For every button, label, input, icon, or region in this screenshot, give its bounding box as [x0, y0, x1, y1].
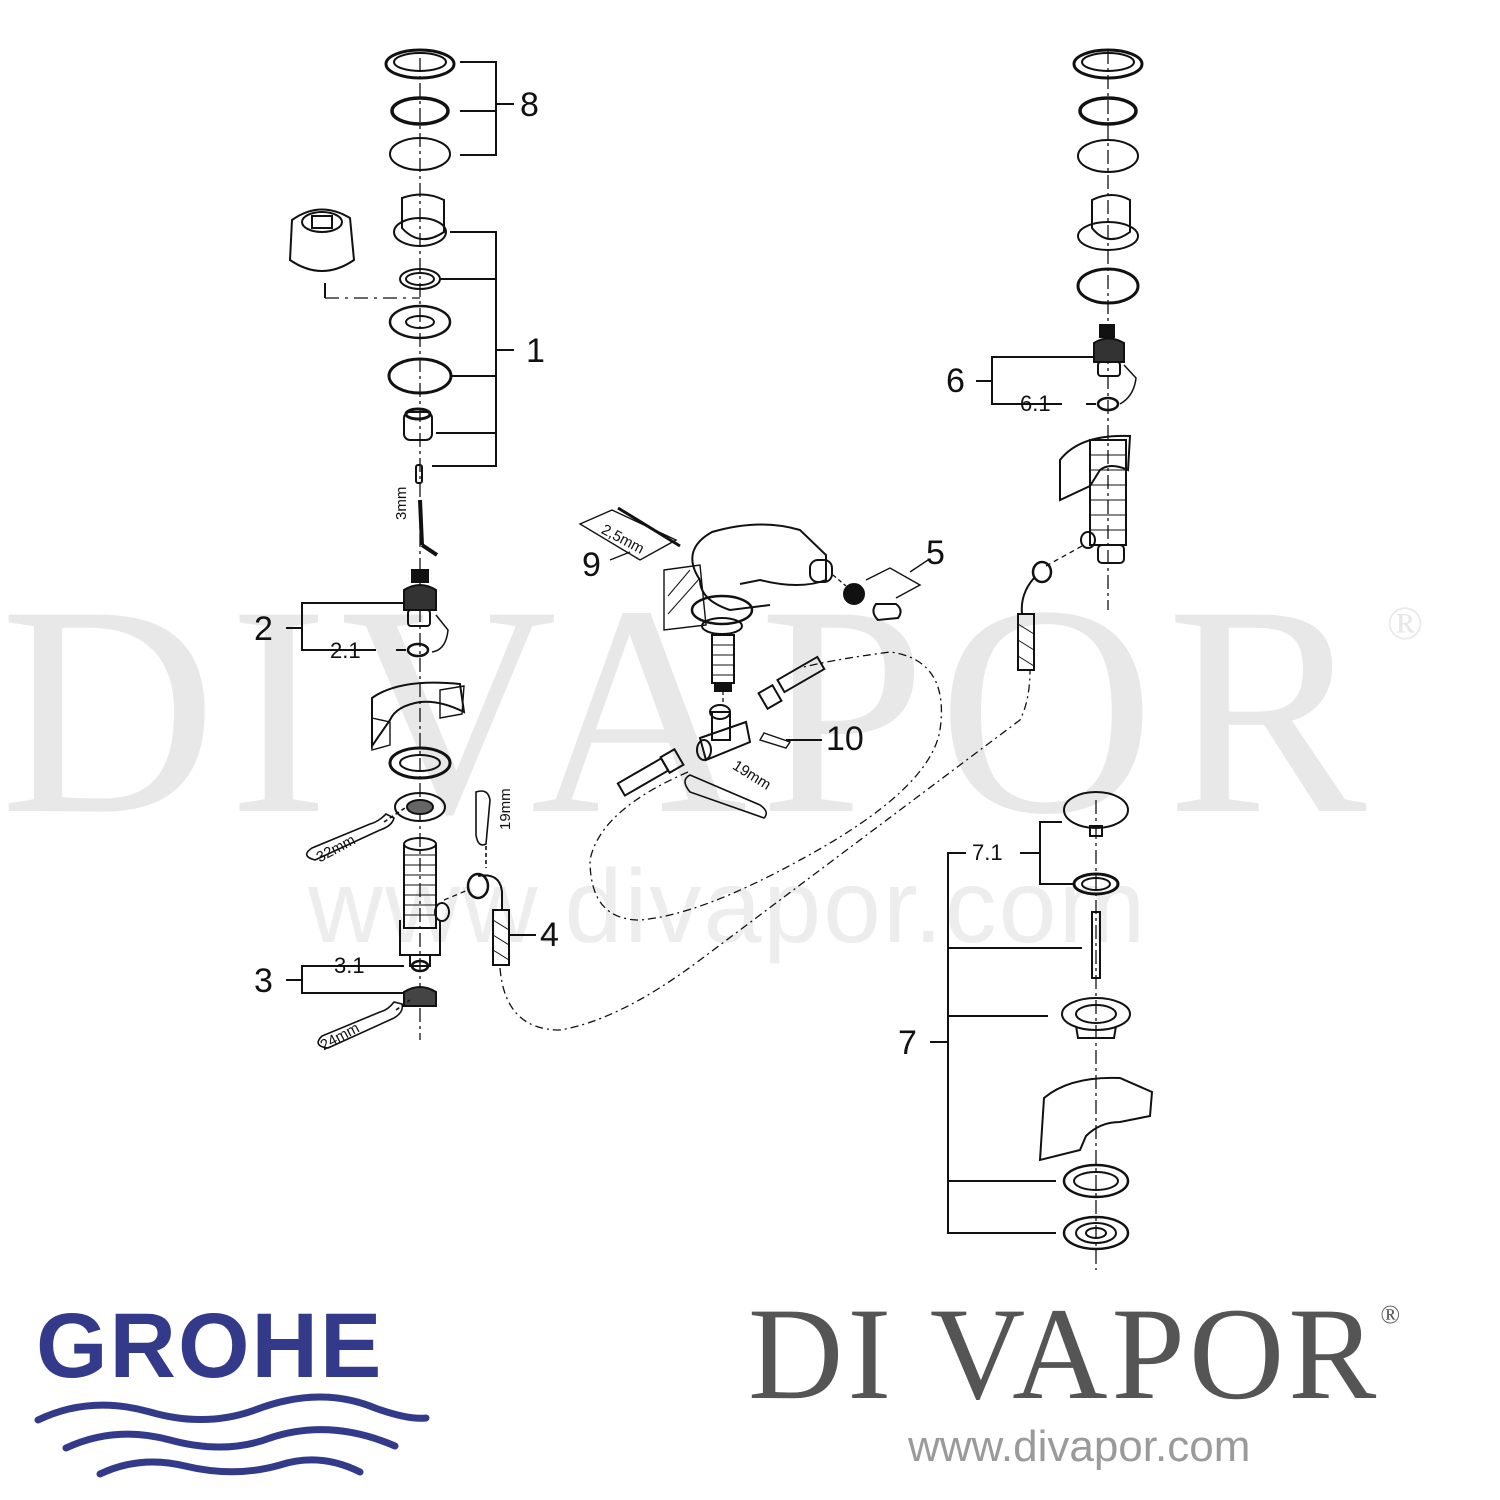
part-10-tee — [696, 704, 792, 762]
grohe-wordmark: GROHE — [36, 1295, 384, 1397]
hose-path-1 — [499, 669, 1031, 1031]
left-valve-assembly — [286, 48, 514, 1049]
callout-10: 10 — [826, 720, 864, 758]
callout-8: 8 — [520, 86, 539, 124]
wrench-32mm — [305, 807, 406, 861]
grohe-waves-logo — [34, 1393, 430, 1478]
part-4-hose — [443, 872, 536, 966]
divapor-name: DI VAPOR — [748, 1280, 1381, 1427]
callout-1: 1 — [526, 332, 545, 370]
part-7-popup-waste — [930, 791, 1154, 1270]
hex-key-3mm-label: 3mm — [393, 486, 410, 520]
part-1-handle — [393, 193, 447, 247]
callout-7-1: 7.1 — [972, 840, 1003, 865]
wrench-19mm-center — [684, 774, 768, 819]
part-2-valve — [403, 569, 449, 658]
part-8-rings — [384, 48, 456, 171]
wrench-19mm-left — [475, 790, 491, 868]
divapor-url[interactable]: www.divapor.com — [908, 1422, 1251, 1471]
callout-4: 4 — [540, 916, 559, 954]
callout-2: 2 — [254, 610, 273, 648]
wrench-19mm-left-label: 19mm — [497, 788, 514, 830]
spout-assembly — [578, 506, 929, 819]
callout-3: 3 — [254, 962, 273, 1000]
watermark-registered-mark: ® — [1386, 597, 1436, 650]
divapor-wordmark: DI VAPOR® — [748, 1288, 1404, 1420]
callout-6-1: 6.1 — [1020, 391, 1051, 416]
wrench-24mm — [317, 999, 411, 1049]
divapor-logo: DI VAPOR® www.divapor.com — [748, 1288, 1404, 1472]
part-3-body — [399, 837, 450, 967]
right-valve-assembly — [976, 48, 1144, 671]
center-hose-upper — [757, 655, 826, 711]
callout-3-1: 3.1 — [334, 953, 365, 978]
center-hose-lower — [616, 747, 685, 797]
callout-2-1: 2.1 — [330, 638, 361, 663]
watermark-divapor: DIVAPOR® — [0, 560, 1500, 860]
callout-9: 9 — [582, 546, 601, 584]
callout-5: 5 — [926, 534, 945, 572]
hose-path-2 — [589, 651, 942, 921]
grohe-logo: GROHE — [36, 1300, 383, 1392]
divapor-registered-mark: ® — [1380, 1300, 1405, 1329]
callout-7: 7 — [898, 1024, 917, 1062]
hex-key-3mm — [418, 499, 439, 557]
extension-cap — [288, 208, 420, 299]
hex-key-2-5mm — [578, 506, 681, 561]
callout-6: 6 — [946, 362, 965, 400]
watermark-text: DIVAPOR — [0, 544, 1379, 876]
deck-section-left — [371, 681, 466, 751]
